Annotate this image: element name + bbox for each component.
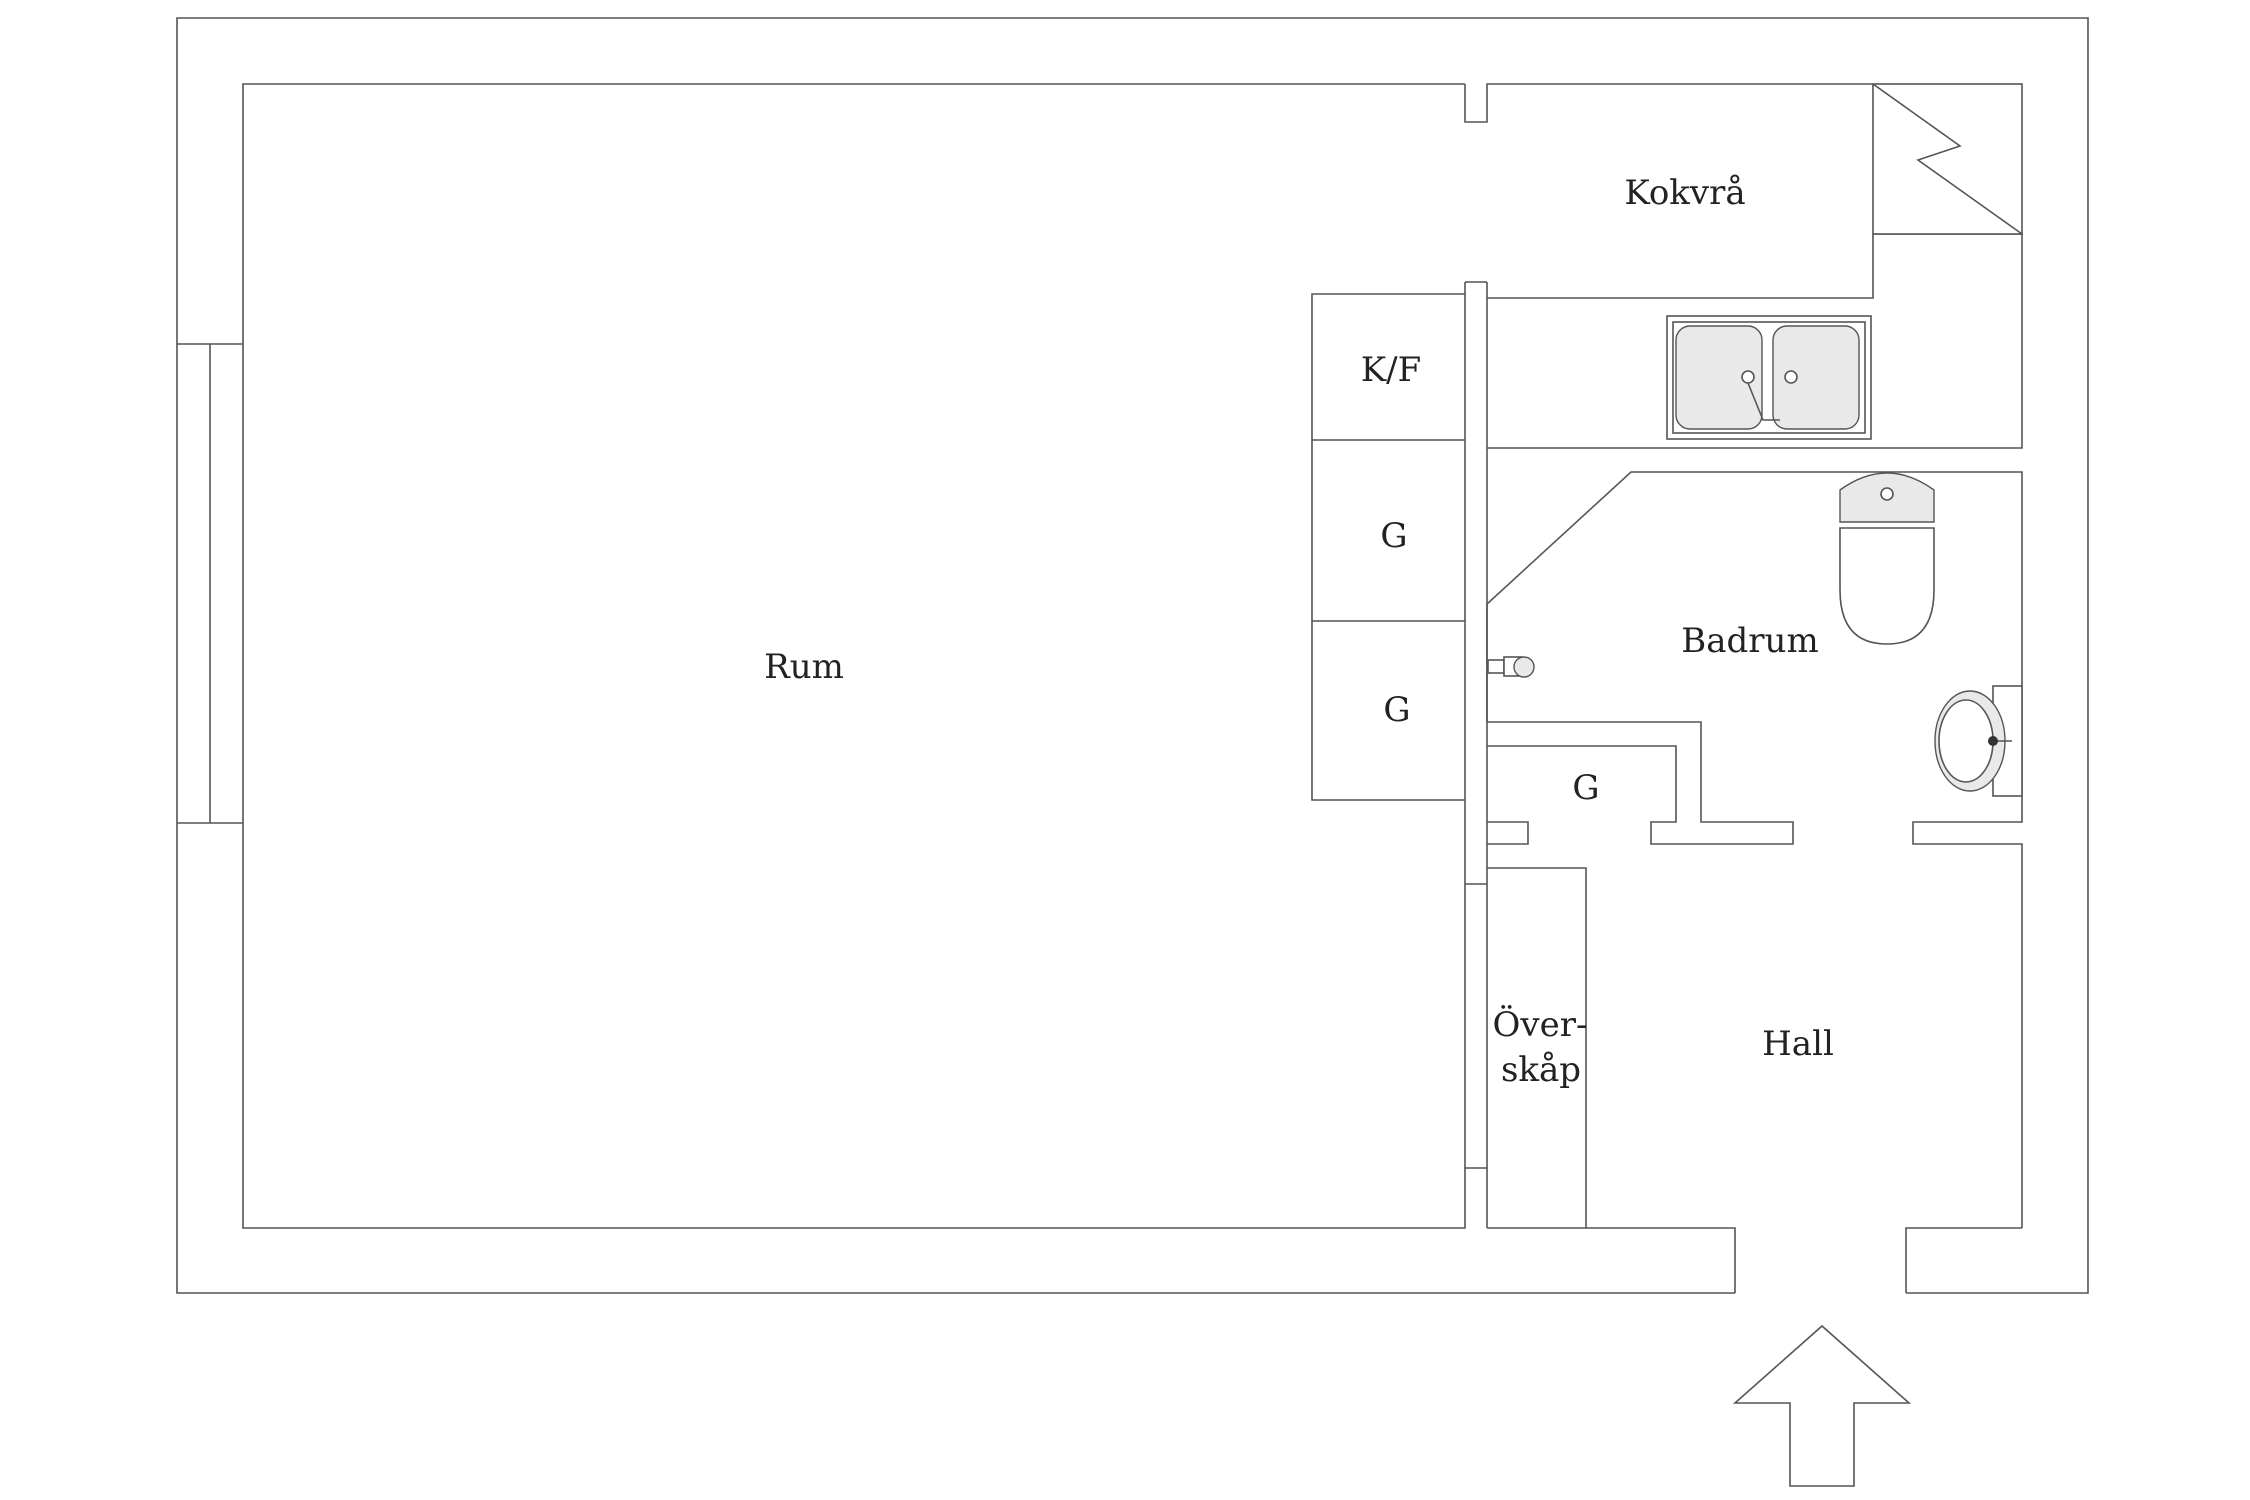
washbasin-icon bbox=[1934, 685, 2023, 797]
double-sink-icon bbox=[1666, 315, 1872, 440]
label-closet-g-2: G bbox=[1383, 690, 1410, 730]
bathroom-partition bbox=[1487, 721, 1794, 845]
label-hall: Hall bbox=[1762, 1024, 1834, 1064]
label-rum: Rum bbox=[764, 647, 844, 687]
arrow-up-icon bbox=[1732, 1324, 1912, 1487]
partition-central bbox=[1464, 281, 1488, 1168]
room-rum-wall bbox=[242, 83, 1488, 1229]
label-overskap-line2: skåp bbox=[1501, 1050, 1581, 1090]
shower-icon bbox=[1487, 656, 1535, 678]
closet-g-small bbox=[1487, 821, 1529, 845]
outer-wall bbox=[176, 17, 2089, 1294]
label-overskap-line1: Över- bbox=[1493, 1004, 1588, 1045]
closet-column bbox=[1311, 293, 1465, 801]
label-badrum: Badrum bbox=[1681, 621, 1818, 661]
hall-wall bbox=[1487, 867, 1587, 1229]
stove-icon bbox=[1872, 83, 2023, 235]
label-closet-g-3: G bbox=[1572, 768, 1599, 808]
partition-top bbox=[1464, 83, 1873, 123]
label-kf: K/F bbox=[1361, 350, 1421, 390]
window-left bbox=[177, 343, 243, 824]
hall-outline bbox=[1586, 1227, 2022, 1293]
label-closet-g-1: G bbox=[1380, 516, 1407, 556]
bathroom-wall bbox=[1486, 471, 2023, 1228]
toilet-icon bbox=[1839, 472, 1935, 645]
label-kokvra: Kokvrå bbox=[1624, 173, 1745, 213]
